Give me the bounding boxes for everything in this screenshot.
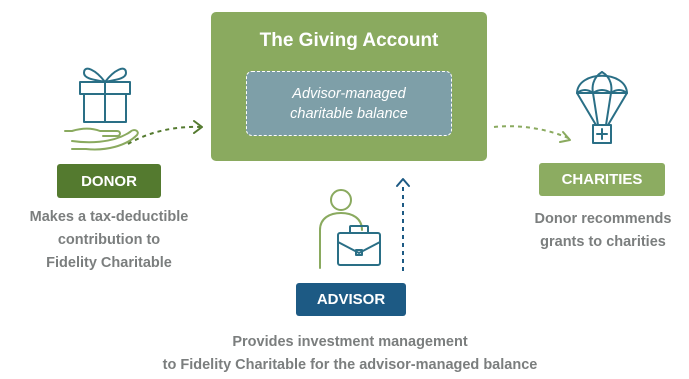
advisor-description: Provides investment management to Fideli… <box>110 331 590 377</box>
donor-description: Makes a tax-deductible contribution to F… <box>0 206 218 275</box>
charities-description-line: grants to charities <box>540 234 666 250</box>
charities-badge: CHARITIES <box>539 163 665 196</box>
advisor-balance-label: Advisor-managed charitable balance <box>246 84 452 124</box>
advisor-balance-line-2: charitable balance <box>290 106 408 122</box>
advisor-description-line: Provides investment management <box>232 334 468 350</box>
charities-description-line: Donor recommends <box>534 211 672 227</box>
advisor-balance-line-1: Advisor-managed <box>292 86 406 102</box>
donor-badge: DONOR <box>57 164 161 198</box>
donor-description-line: Makes a tax-deductible <box>29 209 189 225</box>
advisor-balance-box <box>246 71 452 136</box>
donor-description-line: Fidelity Charitable <box>46 255 172 271</box>
charities-description: Donor recommends grants to charities <box>517 208 689 254</box>
advisor-description-line: to Fidelity Charitable for the advisor-m… <box>162 357 538 373</box>
donor-description-line: contribution to <box>57 232 161 248</box>
advisor-badge: ADVISOR <box>296 283 406 316</box>
giving-account-title: The Giving Account <box>259 30 439 51</box>
